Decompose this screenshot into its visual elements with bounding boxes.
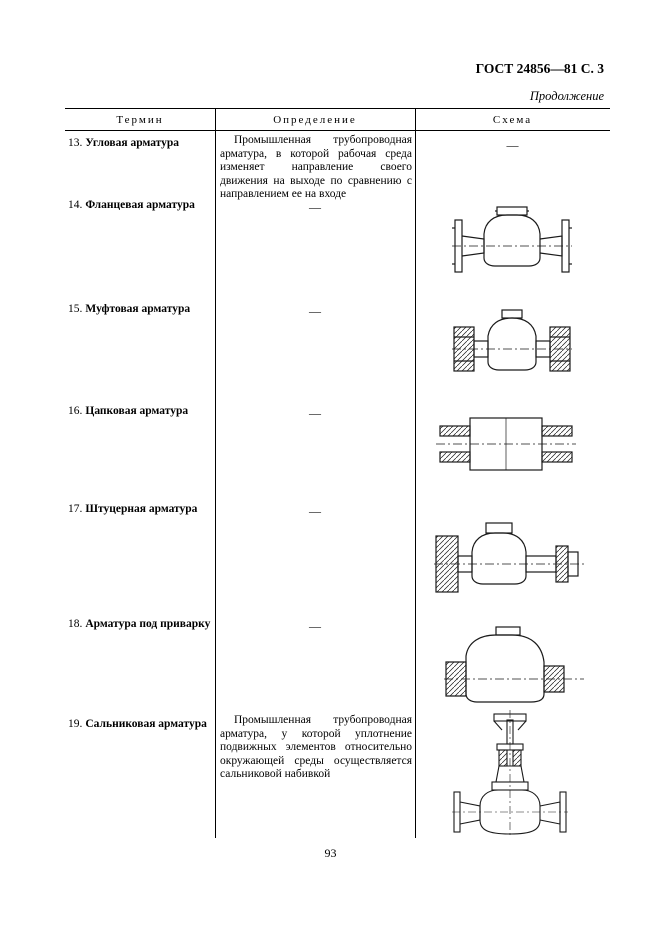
column-divider-2 xyxy=(415,108,416,838)
definition-dash-16: — xyxy=(309,406,321,420)
term-number: 19. xyxy=(68,718,83,730)
table-top-rule xyxy=(65,108,610,110)
term-label: Сальниковая арматура xyxy=(85,718,207,730)
definition-dash-17: — xyxy=(309,504,321,518)
schema-dash-13: — xyxy=(506,138,519,152)
term-cell-18: 18.Арматура под приварку xyxy=(68,617,218,631)
flanged-valve-drawing xyxy=(452,206,572,273)
page-number: 93 xyxy=(324,846,337,860)
spigot-end-valve-drawing xyxy=(436,417,576,471)
term-cell-15: 15.Муфтовая арматура xyxy=(68,302,218,316)
gland-valve-drawing xyxy=(452,710,568,836)
term-label: Фланцевая арматура xyxy=(85,199,195,211)
spigot-end-valve-diagram xyxy=(436,408,576,480)
term-number: 17. xyxy=(68,503,83,515)
definition-cell-19: Промышленная трубопроводная арматура, у … xyxy=(220,714,412,781)
coupling-valve-diagram xyxy=(452,296,572,392)
table-header-rule xyxy=(65,130,610,131)
term-cell-13: 13.Угловая арматура xyxy=(68,136,218,150)
definition-cell-13: Промышленная трубопроводная арматура, в … xyxy=(220,134,412,201)
coupling-valve-drawing xyxy=(452,309,572,372)
term-number: 18. xyxy=(68,618,83,630)
column-divider-1 xyxy=(215,108,216,838)
term-cell-17: 17.Штуцерная арматура xyxy=(68,502,218,516)
definition-dash-18: — xyxy=(309,619,321,633)
column-header-schema: Схема xyxy=(492,114,533,126)
union-end-valve-drawing xyxy=(434,522,584,593)
term-number: 15. xyxy=(68,303,83,315)
term-cell-19: 19.Сальниковая арматура xyxy=(68,717,218,731)
gland-valve-diagram xyxy=(452,708,568,838)
doc-reference: ГОСТ 24856—81 С. 3 xyxy=(475,61,604,76)
column-header-definition: Определение xyxy=(273,114,357,126)
term-label: Угловая арматура xyxy=(85,137,180,149)
term-label: Арматура под приварку xyxy=(85,618,211,630)
term-cell-14: 14.Фланцевая арматура xyxy=(68,198,218,212)
term-number: 14. xyxy=(68,199,83,211)
definition-dash-15: — xyxy=(309,304,321,318)
term-number: 13. xyxy=(68,137,83,149)
weld-end-valve-drawing xyxy=(444,626,584,703)
term-label: Цапковая арматура xyxy=(85,405,189,417)
term-label: Муфтовая арматура xyxy=(85,303,191,315)
definition-dash-14: — xyxy=(309,200,321,214)
term-number: 16. xyxy=(68,405,83,417)
term-label: Штуцерная арматура xyxy=(85,503,198,515)
flanged-valve-diagram xyxy=(452,198,572,284)
column-header-term: Термин xyxy=(116,114,164,126)
term-cell-16: 16.Цапковая арматура xyxy=(68,404,218,418)
union-end-valve-diagram xyxy=(434,510,584,602)
continuation-label: Продолжение xyxy=(529,89,604,103)
weld-end-valve-diagram xyxy=(444,622,584,714)
